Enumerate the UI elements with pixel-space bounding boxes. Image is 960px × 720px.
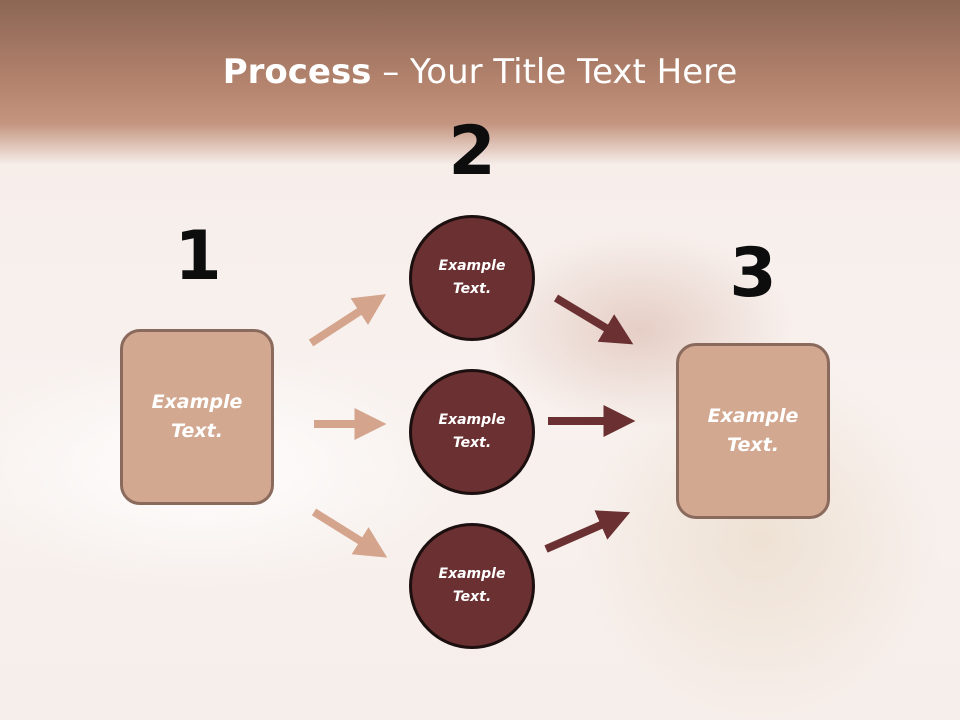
step-number-1: 1 — [174, 217, 222, 296]
title-rest: – Your Title Text Here — [371, 52, 738, 92]
middle-circle[interactable]: Example Text. — [409, 369, 535, 495]
top-circle[interactable]: Example Text. — [409, 215, 535, 341]
step-number-2: 2 — [448, 112, 496, 191]
step-number-3: 3 — [729, 234, 777, 313]
middle-circle-text: Example Text. — [438, 412, 506, 451]
bottom-circle-text: Example Text. — [438, 566, 506, 605]
right-box-text: Example Text. — [707, 405, 799, 456]
right-step-box[interactable]: Example Text. — [676, 343, 830, 519]
slide-title: Process – Your Title Text Here — [0, 52, 960, 92]
left-box-text: Example Text. — [151, 391, 243, 442]
arrow-from-top-circle — [553, 294, 634, 345]
arrow-to-top-circle — [308, 294, 387, 347]
title-band — [0, 0, 960, 165]
left-step-box[interactable]: Example Text. — [120, 329, 274, 505]
arrow-from-bottom-circle — [544, 510, 631, 553]
title-bold: Process — [222, 52, 372, 92]
bottom-circle[interactable]: Example Text. — [409, 523, 535, 649]
arrow-to-bottom-circle — [311, 508, 388, 558]
top-circle-text: Example Text. — [438, 258, 506, 297]
